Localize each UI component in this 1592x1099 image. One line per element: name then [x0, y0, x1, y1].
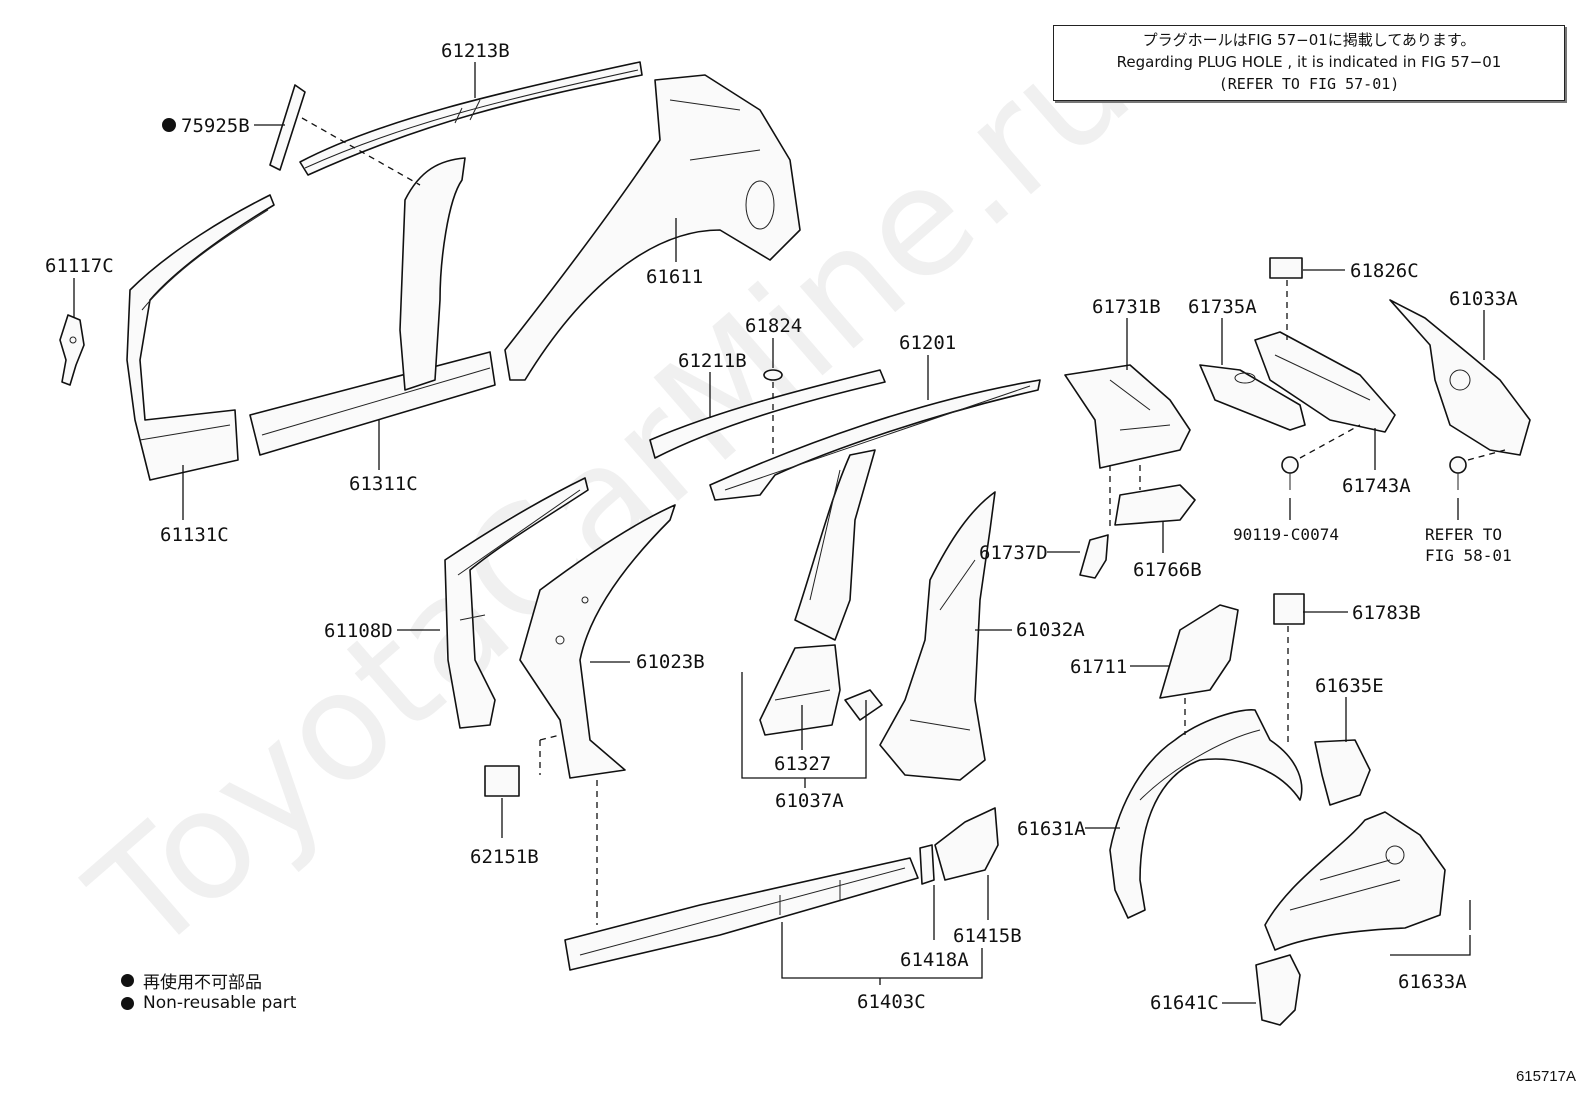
part-label-90119-C0074[interactable]: 90119-C0074 — [1233, 525, 1339, 544]
note-line-japanese: プラグホールはFIG 57−01に掲載してあります。 — [1142, 31, 1476, 49]
legend-text-japanese: 再使用不可部品 — [143, 973, 262, 993]
part-label-61201[interactable]: 61201 — [899, 332, 956, 354]
plug-hole-note: プラグホールはFIG 57−01に掲載してあります。 Regarding PLU… — [1053, 25, 1565, 101]
part-label-61735A[interactable]: 61735A — [1188, 296, 1257, 318]
part-shape-refer-bolt — [1449, 456, 1467, 490]
part-shape-61641C[interactable] — [1255, 954, 1301, 1026]
part-label-61611[interactable]: 61611 — [646, 266, 703, 288]
part-label-61108D[interactable]: 61108D — [324, 620, 393, 642]
part-label-61211B[interactable]: 61211B — [678, 350, 747, 372]
part-label-61032A[interactable]: 61032A — [1016, 619, 1085, 641]
part-label-61711[interactable]: 61711 — [1070, 656, 1127, 678]
part-shape-61824[interactable] — [763, 369, 783, 381]
part-shape-61032A[interactable] — [879, 491, 996, 781]
part-shape-61131C[interactable] — [126, 194, 275, 481]
part-label-61631A[interactable]: 61631A — [1017, 818, 1086, 840]
note-line-refer: (REFER TO FIG 57-01) — [1218, 75, 1400, 93]
part-label-61415B[interactable]: 61415B — [953, 925, 1022, 947]
part-shape-61023B[interactable] — [519, 504, 676, 779]
part-shape-61731B[interactable] — [1064, 364, 1191, 469]
part-label-61327[interactable]: 61327 — [774, 753, 831, 775]
part-shape-61635E[interactable] — [1314, 739, 1371, 806]
part-shape-61033A[interactable] — [1389, 299, 1531, 456]
part-label-61131C[interactable]: 61131C — [160, 524, 229, 546]
part-shape-61418A[interactable] — [919, 844, 935, 885]
bullet-icon — [121, 996, 134, 1010]
part-label-61023B[interactable]: 61023B — [636, 651, 705, 673]
part-shape-61117C[interactable] — [59, 314, 85, 386]
part-shape-61631A[interactable] — [1109, 709, 1303, 919]
part-shape-90119-C0074[interactable] — [1281, 456, 1299, 490]
part-label-61311C[interactable]: 61311C — [349, 473, 418, 495]
part-shape-61201[interactable] — [709, 379, 1041, 501]
part-shape-61108D[interactable] — [444, 477, 589, 729]
part-shape-61611[interactable] — [504, 74, 801, 381]
part-label-61633A[interactable]: 61633A — [1398, 971, 1467, 993]
part-shape-62151B[interactable] — [484, 765, 520, 797]
part-shape-61766B[interactable] — [1114, 484, 1196, 526]
nonreusable-marker — [162, 118, 176, 132]
part-shape-61213B[interactable] — [299, 61, 643, 176]
part-label-61213B[interactable]: 61213B — [441, 40, 510, 62]
part-label-61403C[interactable]: 61403C — [857, 991, 926, 1013]
part-label-61743A[interactable]: 61743A — [1342, 475, 1411, 497]
part-label-61826C[interactable]: 61826C — [1350, 260, 1419, 282]
part-shape-61311C[interactable] — [249, 157, 496, 456]
part-shape-61633A[interactable] — [1264, 811, 1446, 951]
part-label-61117C[interactable]: 61117C — [45, 255, 114, 277]
part-shape-61211B[interactable] — [649, 369, 886, 459]
part-label-61037A[interactable]: 61037A — [775, 790, 844, 812]
legend-item-english: Non-reusable part — [121, 993, 296, 1013]
bullet-icon — [121, 974, 134, 987]
part-shape-61826C[interactable] — [1269, 257, 1303, 279]
part-shape-61743A[interactable] — [1254, 331, 1396, 433]
part-shape-75925B[interactable] — [269, 84, 306, 171]
part-shape-61711[interactable] — [1159, 604, 1239, 699]
part-label-61766B[interactable]: 61766B — [1133, 559, 1202, 581]
part-shape-61737D[interactable] — [1079, 534, 1109, 579]
part-label-62151B[interactable]: 62151B — [470, 846, 539, 868]
refer-to-label: REFER TO — [1425, 525, 1502, 544]
refer-fig-label[interactable]: FIG 58-01 — [1425, 546, 1512, 565]
legend-text-english: Non-reusable part — [143, 993, 297, 1013]
legend-item-japanese: 再使用不可部品 — [121, 968, 262, 993]
figure-id: 615717A — [1515, 1068, 1576, 1085]
part-label-61731B[interactable]: 61731B — [1092, 296, 1161, 318]
part-shape-61783B[interactable] — [1273, 593, 1305, 625]
part-label-61641C[interactable]: 61641C — [1150, 992, 1219, 1014]
part-label-61033A[interactable]: 61033A — [1449, 288, 1518, 310]
part-label-75925B[interactable]: 75925B — [181, 115, 250, 137]
part-shape-61735A[interactable] — [1199, 364, 1306, 431]
part-shape-61403C[interactable] — [564, 857, 919, 971]
part-shape-61415B[interactable] — [934, 807, 999, 881]
part-label-61824[interactable]: 61824 — [745, 315, 802, 337]
part-label-61783B[interactable]: 61783B — [1352, 602, 1421, 624]
part-shape-61037A[interactable] — [759, 449, 883, 736]
part-label-61418A[interactable]: 61418A — [900, 949, 969, 971]
part-label-61635E[interactable]: 61635E — [1315, 675, 1384, 697]
part-label-61737D[interactable]: 61737D — [979, 542, 1048, 564]
leader-lines — [73, 62, 1506, 1004]
note-line-english: Regarding PLUG HOLE , it is indicated in… — [1116, 53, 1502, 71]
